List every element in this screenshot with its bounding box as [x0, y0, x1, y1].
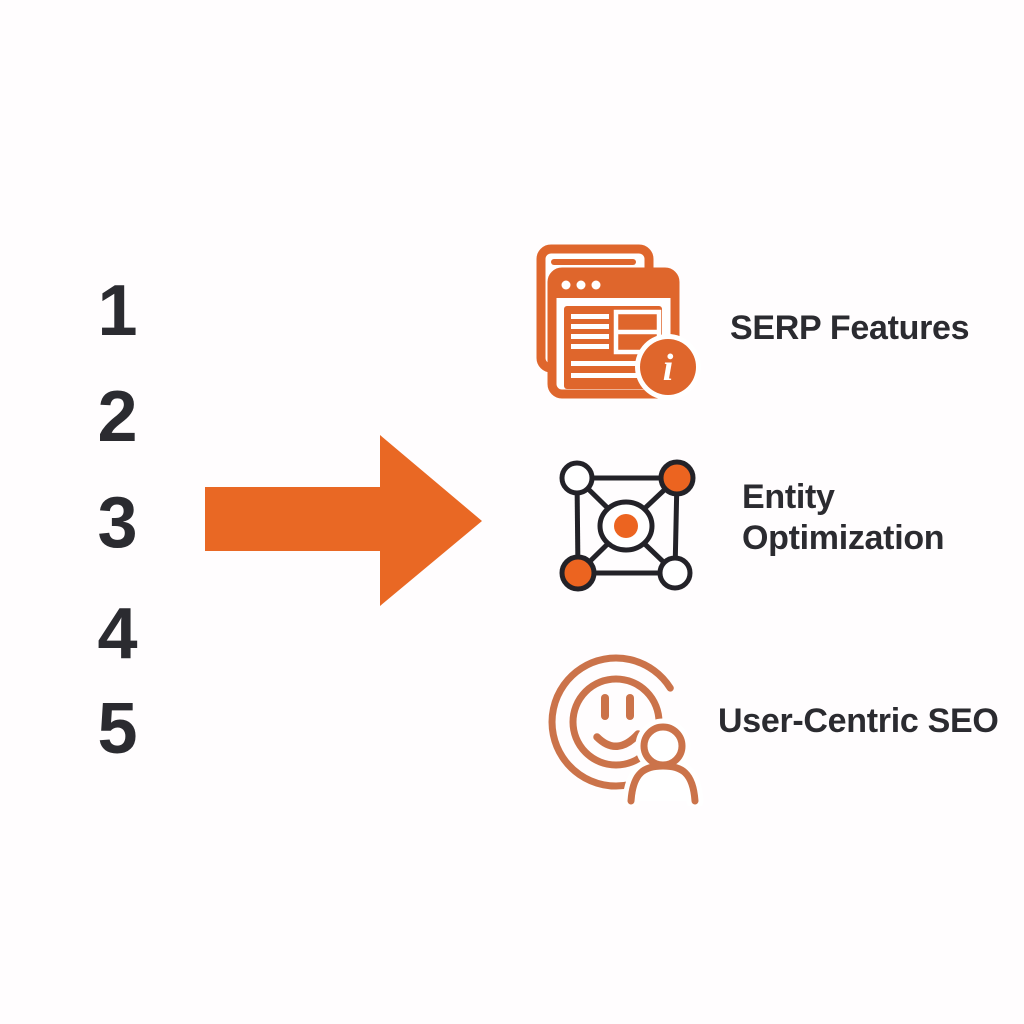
info-badge: [640, 339, 696, 395]
right-arrow-icon: [200, 430, 490, 610]
feature-label-entity: Entity Optimization: [742, 478, 945, 557]
step-number-2: 2: [97, 377, 137, 457]
info-badge-letter: i: [663, 347, 674, 389]
entity-optimization-icon: [552, 452, 700, 594]
step-number-5: 5: [97, 689, 137, 769]
feature-label-serp: SERP Features: [730, 309, 970, 347]
step-number-1: 1: [97, 271, 137, 351]
user-centric-seo-icon: [543, 650, 711, 810]
feature-label-user: User-Centric SEO: [718, 702, 999, 740]
step-number-3: 3: [97, 483, 137, 563]
step-number-4: 4: [97, 594, 137, 674]
serp-features-icon: i: [533, 240, 703, 402]
